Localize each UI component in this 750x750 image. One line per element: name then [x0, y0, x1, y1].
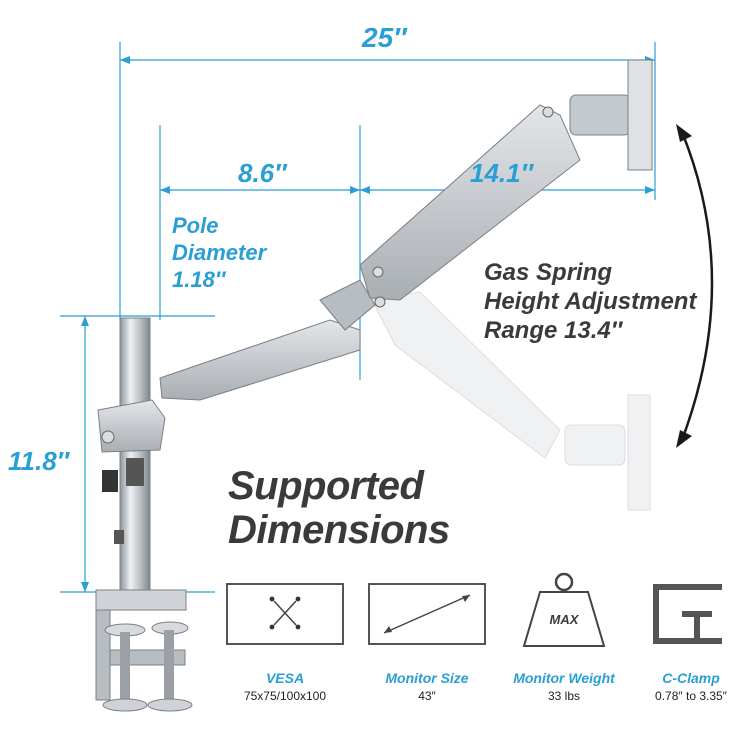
- monitor-weight-value: 33 lbs: [547, 689, 581, 703]
- monitor-size-value: 43″: [418, 689, 436, 703]
- tension-knob: [102, 470, 118, 492]
- c-clamp-value: 0.78″ to 3.35″: [655, 689, 727, 703]
- arm-joint: [97, 399, 166, 453]
- max-badge: MAX: [549, 612, 579, 627]
- vesa-value: 75x75/100x100: [243, 689, 327, 703]
- diagonal-arrow-icon: [368, 583, 486, 645]
- lower-arm: [159, 319, 361, 401]
- dimension-lines: [60, 42, 656, 593]
- elbow-joint: [319, 279, 376, 331]
- monitor-size-label: Monitor Size: [385, 670, 469, 686]
- vesa-head: [569, 94, 631, 136]
- pole-diameter-label: Pole Diameter 1.18″: [172, 213, 267, 292]
- c-clamp-icon: [652, 583, 726, 645]
- height-range-arrow: [680, 131, 714, 441]
- supported-dimensions-heading: Supported Dimensions: [228, 464, 450, 552]
- pole-offset-label: 8.6″: [238, 158, 287, 188]
- lowered-arm-ghost: [371, 291, 651, 511]
- pole-height-label: 11.8″: [8, 446, 70, 476]
- c-clamp-label: C-Clamp: [662, 670, 720, 686]
- pole: [119, 317, 151, 594]
- desk-clamp: [95, 589, 193, 712]
- vesa-label: VESA: [265, 670, 305, 686]
- vesa-pattern-icon: [226, 583, 344, 645]
- total-reach-label: 25″: [362, 22, 407, 53]
- gas-spring-caption: Gas Spring Height Adjustment Range 13.4″: [484, 259, 697, 344]
- gas-spring-arm: [359, 104, 581, 301]
- weight-icon: MAX: [520, 570, 608, 650]
- monitor-weight-label: Monitor Weight: [513, 670, 615, 686]
- vesa-plate: [627, 59, 653, 171]
- arm-length-label: 14.1″: [470, 158, 534, 188]
